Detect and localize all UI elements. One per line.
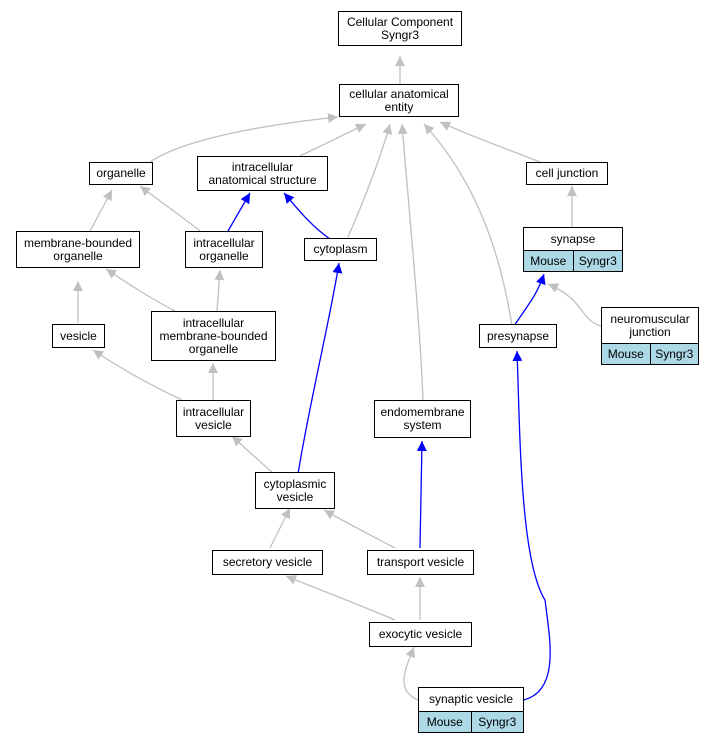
- annotation-gene: Syngr3: [470, 712, 524, 732]
- node-cellular-anatomical-entity[interactable]: cellular anatomical entity: [339, 84, 459, 117]
- node-organelle[interactable]: organelle: [89, 162, 153, 185]
- edge-imbo-to-mbo: [105, 268, 176, 312]
- edge-transport-to-endomembrane: [416, 440, 427, 549]
- edge-cell-junction-to-entity: [439, 121, 541, 163]
- node-synaptic-vesicle-annotations: Mouse Syngr3: [419, 712, 523, 732]
- node-intracellular-organelle[interactable]: intracellular organelle: [185, 231, 263, 268]
- edge-iv-to-vesicle: [92, 349, 183, 401]
- node-neuromuscular-junction-label: neuromuscular junction: [602, 308, 698, 344]
- edge-exocytic-to-secretory: [285, 575, 396, 621]
- node-intracellular-anatomical-structure[interactable]: intracellular anatomical structure: [197, 156, 328, 191]
- edge-mbo-to-organelle: [89, 189, 113, 232]
- edge-cv-to-iv: [231, 435, 273, 473]
- annotation-species: Mouse: [530, 254, 567, 268]
- node-synaptic-vesicle-label: synaptic vesicle: [419, 688, 523, 712]
- node-endomembrane-system[interactable]: endomembrane system: [374, 400, 471, 438]
- edge-intracellular-organelle-to-ias: [227, 192, 251, 232]
- edge-transport-to-cv: [323, 509, 396, 549]
- edge-cytoplasm-to-entity: [347, 123, 393, 238]
- node-cellular-component[interactable]: Cellular Component Syngr3: [338, 11, 462, 46]
- annotation-gene: Syngr3: [649, 344, 699, 364]
- node-cytoplasm[interactable]: cytoplasm: [304, 238, 377, 261]
- edge-synaptic-vesicle-to-exocytic: [403, 646, 419, 701]
- edge-imbo-to-intracellular-organelle: [214, 269, 225, 312]
- node-synapse-annotations: Mouse Syngr3: [524, 251, 622, 271]
- edge-organelle-to-entity: [149, 113, 339, 163]
- edge-presynapse-to-entity: [423, 123, 513, 327]
- edge-cv-to-cytoplasm: [297, 262, 343, 475]
- node-membrane-bounded-organelle[interactable]: membrane-bounded organelle: [16, 231, 140, 268]
- edge-secretory-to-cv: [269, 507, 291, 549]
- node-synapse[interactable]: synapse Mouse Syngr3: [523, 227, 623, 272]
- edge-endomembrane-to-entity: [397, 123, 424, 401]
- edge-intracellular-organelle-to-organelle: [139, 185, 201, 232]
- node-presynapse[interactable]: presynapse: [479, 324, 557, 348]
- node-neuromuscular-junction[interactable]: neuromuscular junction Mouse Syngr3: [601, 307, 699, 365]
- edge-synaptic-vesicle-to-presynapse: [512, 350, 551, 701]
- node-neuromuscular-junction-annotations: Mouse Syngr3: [602, 344, 698, 364]
- annotation-gene: Syngr3: [572, 251, 623, 271]
- annotation-species: Mouse: [426, 715, 463, 729]
- node-synaptic-vesicle[interactable]: synaptic vesicle Mouse Syngr3: [418, 687, 524, 733]
- node-transport-vesicle[interactable]: transport vesicle: [367, 550, 474, 575]
- edge-nmj-to-synapse: [547, 283, 602, 327]
- edge-ias-to-entity: [299, 123, 367, 157]
- edge-cytoplasm-to-ias: [283, 192, 331, 240]
- node-exocytic-vesicle[interactable]: exocytic vesicle: [369, 622, 472, 647]
- node-cell-junction[interactable]: cell junction: [526, 162, 608, 185]
- node-secretory-vesicle[interactable]: secretory vesicle: [212, 550, 323, 575]
- node-synapse-label: synapse: [524, 228, 622, 251]
- node-vesicle[interactable]: vesicle: [52, 324, 105, 348]
- node-intracellular-vesicle[interactable]: intracellular vesicle: [176, 400, 251, 437]
- node-intracellular-membrane-bounded-organelle[interactable]: intracellular membrane-bounded organelle: [151, 311, 276, 361]
- edge-presynapse-to-synapse: [513, 273, 546, 327]
- node-cytoplasmic-vesicle[interactable]: cytoplasmic vesicle: [255, 472, 335, 509]
- annotation-species: Mouse: [607, 347, 644, 361]
